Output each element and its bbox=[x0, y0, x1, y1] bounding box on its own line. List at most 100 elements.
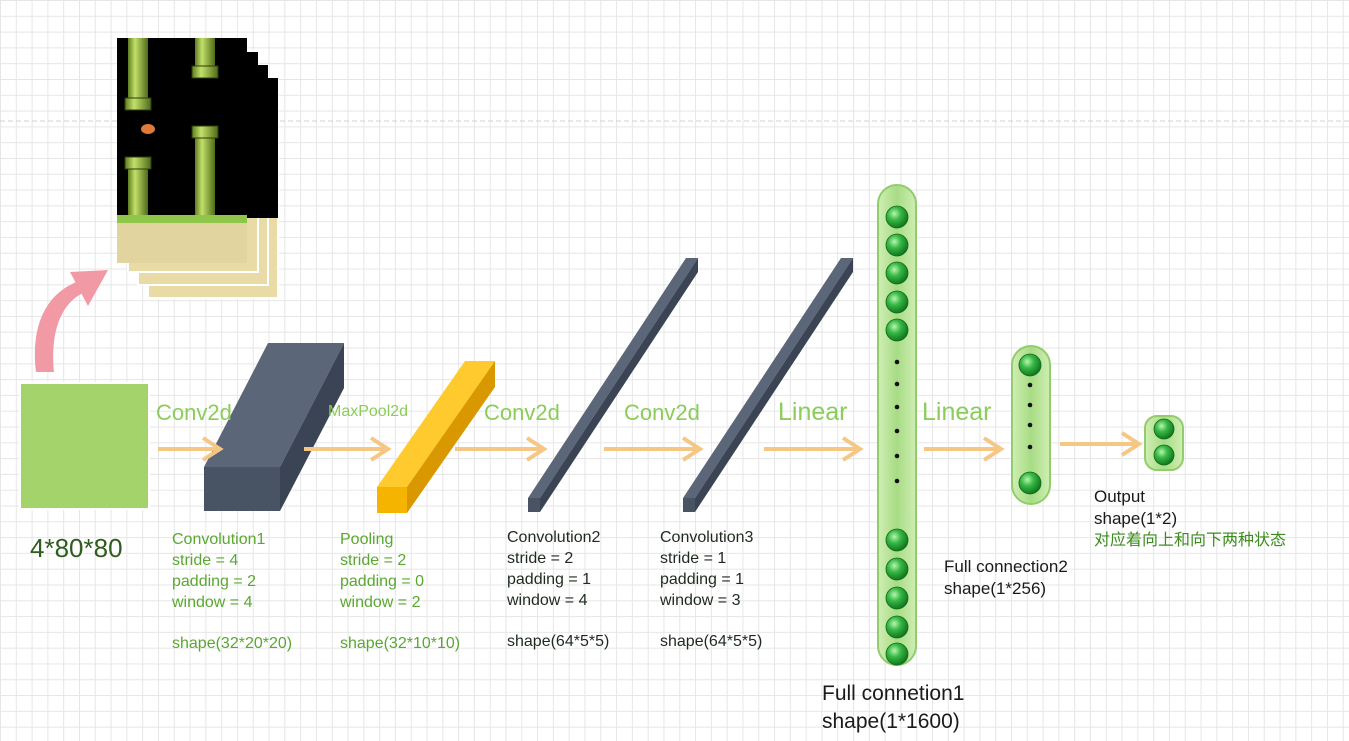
fc2-shape: shape(1*256) bbox=[944, 579, 1047, 598]
fc1-ellipsis-dot bbox=[894, 359, 900, 365]
pool-window: window = 2 bbox=[340, 594, 421, 611]
conv2-title: Convolution2 bbox=[507, 529, 601, 546]
output-neuron bbox=[1153, 418, 1175, 440]
output-layer bbox=[1144, 415, 1184, 471]
op-label-maxpool2d: MaxPool2d bbox=[328, 403, 409, 420]
conv2-block bbox=[528, 258, 698, 512]
conv3-params: Convolution3 stride = 1 padding = 1 wind… bbox=[660, 527, 762, 652]
output-neurons bbox=[1153, 418, 1175, 466]
pool-padding: padding = 0 bbox=[340, 573, 425, 590]
fc1-neuron bbox=[885, 557, 909, 581]
fc1-neurons bbox=[885, 205, 909, 666]
output-shape: shape(1*2) bbox=[1094, 509, 1178, 528]
fc1-title: Full connetion1 bbox=[822, 682, 965, 705]
arrow-4 bbox=[604, 436, 704, 462]
frame-1-ground bbox=[117, 223, 247, 263]
op-label-conv2d-1: Conv2d bbox=[156, 400, 232, 425]
conv2-params: Convolution2 stride = 2 padding = 1 wind… bbox=[507, 527, 609, 652]
fc1-neuron bbox=[885, 233, 909, 257]
flow-arrows bbox=[158, 431, 1143, 462]
curved-arrow bbox=[34, 270, 108, 372]
input-block bbox=[19, 382, 150, 510]
conv3-title: Convolution3 bbox=[660, 529, 754, 546]
pipe-bottom-right bbox=[195, 137, 215, 215]
conv2-stride: stride = 2 bbox=[507, 550, 574, 567]
fc1-neuron bbox=[885, 205, 909, 229]
fc1-ellipsis-dot bbox=[894, 404, 900, 410]
fc1-ellipsis-dot bbox=[894, 453, 900, 459]
fc2-layer bbox=[1011, 345, 1051, 505]
fc2-ellipsis-dot bbox=[1027, 422, 1033, 428]
fc2-neuron bbox=[1018, 471, 1042, 495]
arrow-1 bbox=[158, 436, 224, 462]
arrow-3 bbox=[455, 436, 548, 462]
pool-block bbox=[377, 361, 495, 513]
conv1-params: Convolution1 stride = 4 padding = 2 wind… bbox=[172, 529, 292, 654]
curved-arrow-shaft bbox=[34, 280, 85, 372]
conv3-block bbox=[683, 258, 853, 512]
pool-shape: shape(32*10*10) bbox=[340, 635, 461, 652]
arrow-5 bbox=[764, 436, 864, 462]
output-desc: 对应着向上和向下两种状态 bbox=[1094, 532, 1287, 549]
op-label-conv2d-3: Conv2d bbox=[624, 400, 700, 425]
conv1-window: window = 4 bbox=[172, 594, 253, 611]
conv1-padding: padding = 2 bbox=[172, 573, 257, 590]
op-label-linear-1: Linear bbox=[778, 398, 848, 426]
conv1-block bbox=[204, 343, 344, 511]
fc1-ellipsis bbox=[894, 359, 900, 484]
conv2-shape: shape(64*5*5) bbox=[507, 633, 610, 650]
input-dims-label: 4*80*80 bbox=[30, 533, 123, 563]
fc2-title: Full connection2 bbox=[944, 557, 1068, 576]
fc1-shape: shape(1*1600) bbox=[822, 710, 960, 733]
fc1-ellipsis-dot bbox=[894, 428, 900, 434]
fc1-neuron bbox=[885, 615, 909, 639]
pipe-top-right bbox=[195, 38, 215, 68]
fc1-ellipsis-dot bbox=[894, 381, 900, 387]
input-frames-stack bbox=[117, 38, 279, 299]
fc2-ellipsis-dot bbox=[1027, 444, 1033, 450]
conv3-padding: padding = 1 bbox=[660, 571, 745, 588]
fc2-ellipsis-dot bbox=[1027, 402, 1033, 408]
fc2-ellipsis bbox=[1027, 382, 1033, 450]
fc1-neuron bbox=[885, 586, 909, 610]
fc1-neuron bbox=[885, 261, 909, 285]
curved-arrow-head bbox=[70, 270, 108, 306]
conv1-stride: stride = 4 bbox=[172, 552, 239, 569]
conv3-shape: shape(64*5*5) bbox=[660, 633, 763, 650]
frame-1 bbox=[117, 38, 247, 263]
output-label: Output shape(1*2) 对应着向上和向下两种状态 bbox=[1094, 486, 1286, 552]
conv3-stride: stride = 1 bbox=[660, 550, 727, 567]
pool-params: Pooling stride = 2 padding = 0 window = … bbox=[340, 529, 460, 654]
conv2-padding: padding = 1 bbox=[507, 571, 592, 588]
output-title: Output bbox=[1094, 487, 1146, 506]
pipe-top-left bbox=[128, 38, 148, 100]
frame-1-grass bbox=[117, 215, 247, 223]
fc2-label: Full connection2 shape(1*256) bbox=[944, 556, 1068, 600]
conv3-window: window = 3 bbox=[660, 592, 741, 609]
op-label-conv2d-2: Conv2d bbox=[484, 400, 560, 425]
pipe-bottom-right-cap bbox=[191, 125, 219, 139]
pool-stride: stride = 2 bbox=[340, 552, 407, 569]
pipe-bottom-left bbox=[128, 168, 148, 215]
output-neuron bbox=[1153, 444, 1175, 466]
fc2-neuron bbox=[1018, 353, 1042, 377]
arrow-7 bbox=[1060, 431, 1143, 457]
pipe-top-left-cap bbox=[124, 97, 152, 111]
conv1-shape: shape(32*20*20) bbox=[172, 635, 293, 652]
conv2-window: window = 4 bbox=[507, 592, 588, 609]
arrow-6 bbox=[924, 436, 1005, 462]
op-label-linear-2: Linear bbox=[922, 398, 992, 426]
fc1-layer bbox=[877, 184, 917, 666]
fc1-neuron bbox=[885, 528, 909, 552]
pipe-top-right-cap bbox=[191, 65, 219, 79]
pool-title: Pooling bbox=[340, 531, 394, 548]
arrow-2 bbox=[304, 436, 392, 462]
conv1-title: Convolution1 bbox=[172, 531, 266, 548]
pipe-bottom-left-cap bbox=[124, 156, 152, 170]
fc2-ellipsis-dot bbox=[1027, 382, 1033, 388]
fc1-neuron bbox=[885, 642, 909, 666]
fc2-neurons bbox=[1018, 353, 1042, 495]
fc1-label: Full connetion1 shape(1*1600) bbox=[822, 680, 964, 736]
fc1-ellipsis-dot bbox=[894, 478, 900, 484]
